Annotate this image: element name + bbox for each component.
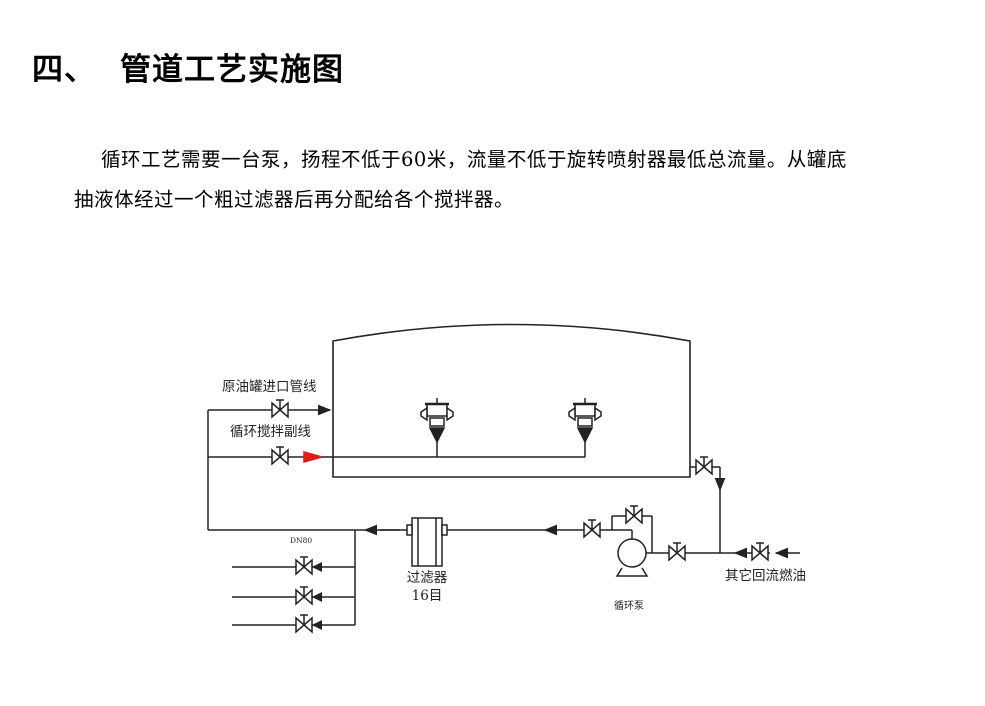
valve-icon (751, 542, 769, 562)
tank-outlet-line (690, 456, 726, 553)
mixer-aux-line-label: 循环搅拌副线 (230, 424, 311, 440)
valve-icon (271, 446, 289, 466)
mixer-aux-line (208, 446, 585, 466)
section-number: 四、 (32, 52, 96, 88)
pump-suction-line (652, 542, 720, 562)
valve-icon (625, 505, 643, 525)
oil-tank (332, 323, 691, 478)
rotary-jet-mixer-icon (568, 398, 602, 457)
valve-icon (668, 542, 686, 562)
main-header-line (207, 410, 400, 625)
valve-icon (695, 456, 713, 476)
valve-icon (295, 614, 313, 634)
valve-icon (295, 556, 313, 576)
description-text: 循环工艺需要一台泵，扬程不低于60米，流量不低于旋转喷射器最低总流量。从罐底抽液… (74, 148, 847, 211)
section-title: 管道工艺实施图 (120, 52, 344, 88)
valve-icon (271, 399, 289, 419)
pump-label: 循环泵 (614, 599, 644, 612)
valve-icon (295, 586, 313, 606)
branch-line (232, 614, 355, 634)
section-heading: 四、管道工艺实施图 (32, 44, 344, 89)
branch-line (232, 586, 355, 606)
circulation-pump-icon (615, 530, 652, 577)
filter-mesh-label: 16目 (412, 588, 443, 604)
inlet-line (208, 399, 332, 419)
valve-icon (583, 519, 601, 539)
filter-label: 过滤器 (407, 570, 448, 586)
red-flow-arrow-icon (303, 451, 325, 463)
return-oil-line (720, 542, 800, 562)
pipe-size-label: DN80 (290, 536, 312, 545)
inlet-line-label: 原油罐进口管线 (222, 379, 317, 395)
filter-icon (380, 517, 449, 567)
description-paragraph: 循环工艺需要一台泵，扬程不低于60米，流量不低于旋转喷射器最低总流量。从罐底抽液… (74, 140, 864, 220)
return-oil-label: 其它回流燃油 (725, 567, 806, 584)
pump-discharge-line (449, 505, 653, 553)
rotary-jet-mixer-icon (420, 398, 454, 457)
branch-line (232, 556, 355, 576)
